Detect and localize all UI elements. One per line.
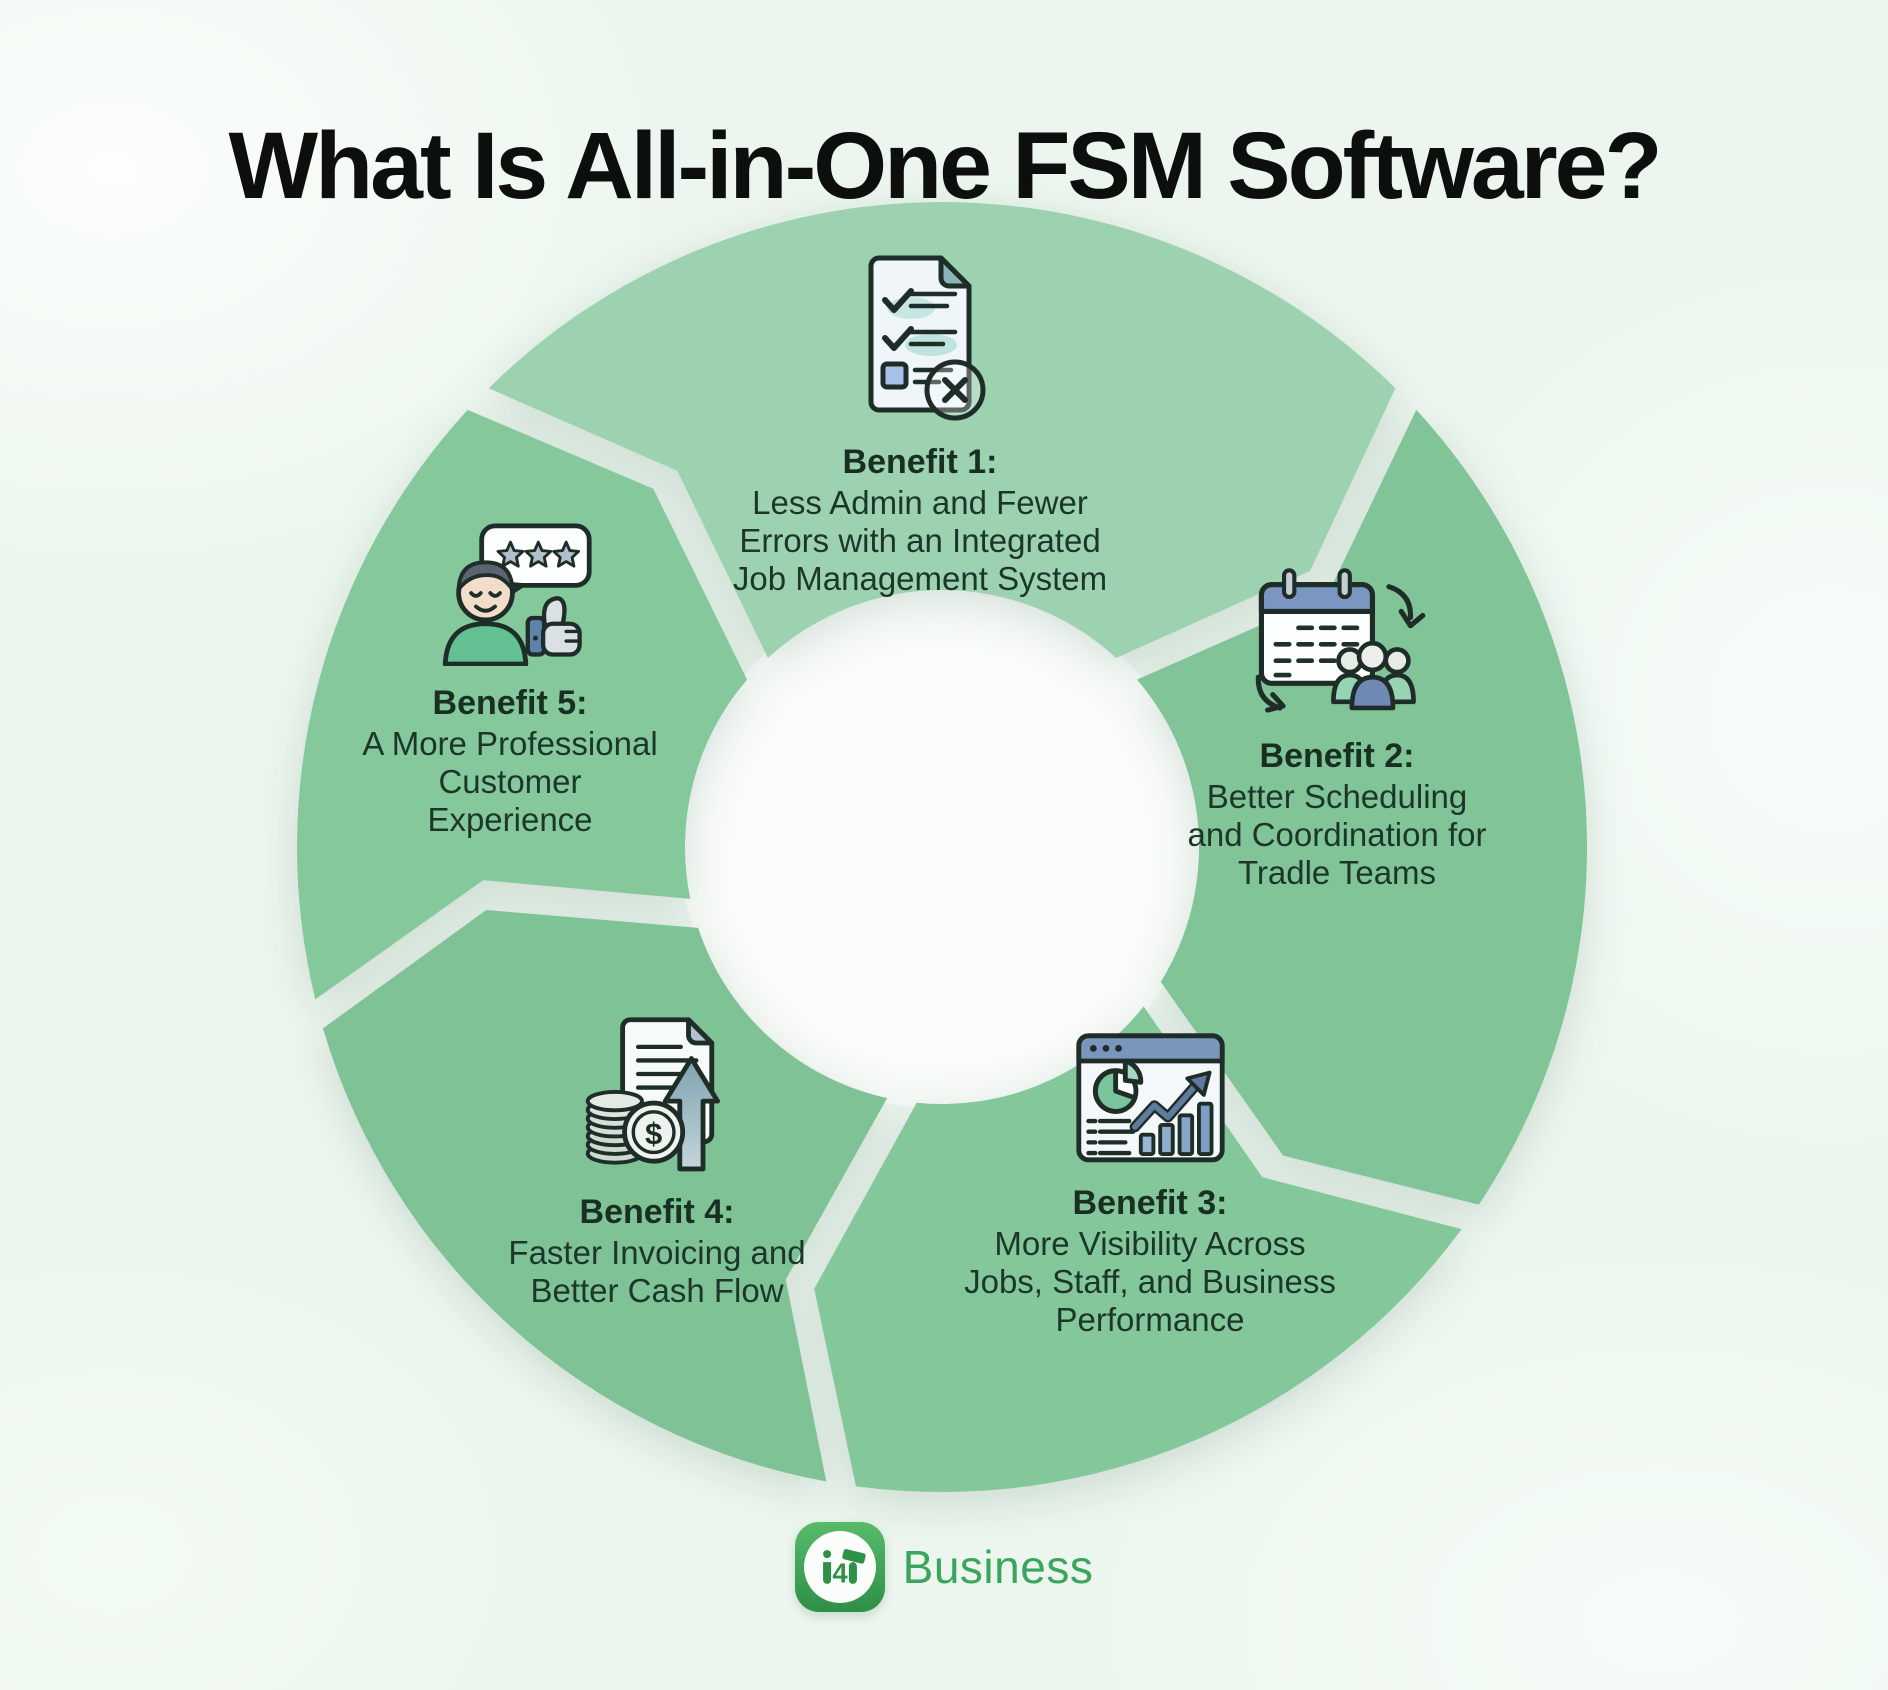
benefit-block-3: Benefit 3: More Visibility Across Jobs, … [890, 1030, 1410, 1339]
benefit-line: Customer [438, 763, 582, 800]
calendar-team-sync-icon [1255, 568, 1425, 713]
benefit-block-1: Benefit 1: Less Admin and Fewer Errors w… [660, 250, 1180, 598]
benefit-line: and Coordination for [1187, 816, 1487, 854]
benefit-heading: Benefit 1: [842, 443, 998, 481]
benefit-line: Performance [1055, 1300, 1245, 1338]
benefit-line: Less Admin and Fewer [752, 484, 1088, 521]
benefit-line: Tradle Teams [1237, 854, 1437, 892]
ring-segment-benefit-2 [1137, 409, 1588, 1205]
ring-segment-benefit-5 [297, 409, 747, 1000]
benefit-line: A More Professional [362, 725, 658, 762]
benefit-line: Errors with an Integrated [739, 522, 1101, 559]
benefit-line: Better Cash Flow [530, 1271, 784, 1309]
benefit-heading: Benefit 4: [579, 1192, 735, 1231]
benefit-heading: Benefit 2: [1259, 737, 1415, 776]
ring-segment-benefit-3 [814, 1006, 1462, 1492]
footer-logo: 4 Business [0, 1522, 1888, 1612]
dashboard-analytics-icon [1075, 1033, 1225, 1163]
ring-segment-benefit-4 [323, 910, 888, 1482]
i4t-logo-circle: 4 [803, 1531, 876, 1603]
benefit-block-2: Benefit 2: Better Scheduling and Coordin… [1077, 560, 1597, 892]
benefit-block-4: $ Benefit 4: Faster Invoicing and Better… [397, 1012, 917, 1310]
brand-wordmark: Business [902, 1541, 1094, 1593]
happy-customer-icon [442, 523, 592, 666]
benefit-line: Better Scheduling [1206, 778, 1468, 816]
invoice-cashflow-icon: $ [585, 1017, 720, 1172]
benefit-line: Job Management System [732, 560, 1108, 597]
benefit-heading: Benefit 5: [432, 684, 588, 722]
benefit-line: More Visibility Across [994, 1224, 1306, 1262]
benefit-line: Experience [427, 801, 593, 838]
checklist-error-icon [868, 255, 986, 421]
benefit-block-5: Benefit 5: A More Professional Customer … [250, 522, 770, 839]
benefit-line: Faster Invoicing and [508, 1233, 806, 1271]
benefit-line: Jobs, Staff, and Business [964, 1262, 1336, 1300]
i4t-logo-glyph: 4 [822, 1549, 866, 1588]
i4t-logo: 4 [794, 1522, 885, 1612]
dollar-sign: $ [645, 1116, 662, 1151]
ring-segment-benefit-1 [488, 202, 1396, 658]
benefit-heading: Benefit 3: [1072, 1183, 1228, 1222]
i4t-logo-digit: 4 [832, 1557, 848, 1588]
page-title: What Is All-in-One FSM Software? [228, 112, 1662, 219]
ring-inner-hole [680, 585, 1204, 1109]
